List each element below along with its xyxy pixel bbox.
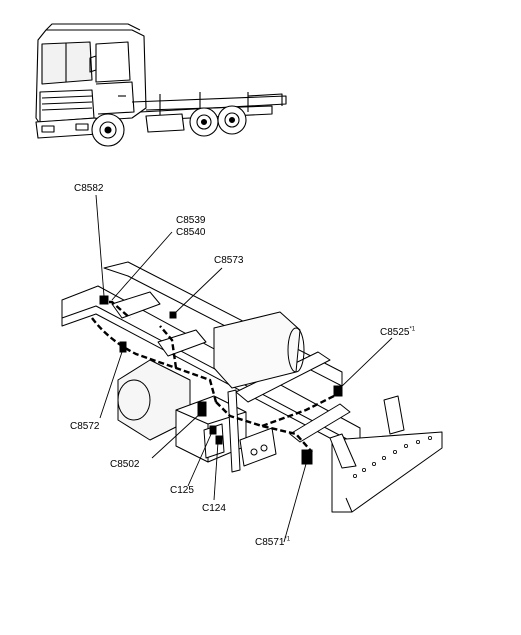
connector-code: C8540 — [176, 227, 206, 238]
connector-code: C8539 — [176, 215, 206, 226]
label-c8525: C8525*1 — [380, 327, 415, 338]
connector-code: C125 — [170, 485, 194, 496]
connector-code: C8582 — [74, 183, 104, 194]
label-c8539: C8539 — [176, 215, 205, 226]
connector-code: C124 — [202, 503, 226, 514]
connector-code: C8571 — [255, 537, 285, 548]
connector-code: C8572 — [70, 421, 100, 432]
label-c8502: C8502 — [110, 459, 139, 470]
label-c8582: C8582 — [74, 183, 103, 194]
connector-footnote: *1 — [284, 536, 291, 543]
connector-footnote: *1 — [409, 326, 416, 333]
connector-code: C8573 — [214, 255, 244, 266]
label-c124: C124 — [202, 503, 226, 514]
label-c8573: C8573 — [214, 255, 243, 266]
label-c8571: C8571*1 — [255, 537, 290, 548]
label-c8572: C8572 — [70, 421, 99, 432]
connector-code: C8502 — [110, 459, 140, 470]
connector-code: C8525 — [380, 327, 410, 338]
label-c8540: C8540 — [176, 227, 205, 238]
label-c125: C125 — [170, 485, 194, 496]
